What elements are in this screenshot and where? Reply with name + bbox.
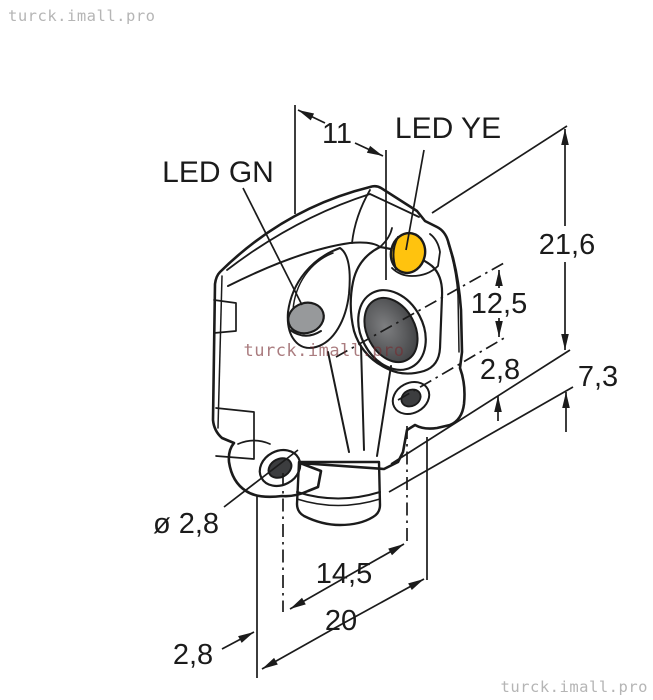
led-yellow (389, 231, 427, 275)
sensor-body-silhouette (211, 184, 466, 499)
dim-body-length: 20 (325, 605, 357, 637)
label-led-green: LED GN (162, 156, 274, 189)
watermark-center: turck.imall.pro (243, 341, 404, 361)
watermark-bottom-right: turck.imall.pro (501, 678, 648, 696)
connector-seam-lower (296, 498, 381, 507)
label-led-yellow: LED YE (395, 112, 501, 145)
mounting-hole-front (267, 457, 293, 479)
dim-lens-to-hole: 12,5 (471, 288, 527, 320)
arrow-11-left (297, 109, 326, 124)
connector-seam-upper (296, 491, 381, 500)
sensor-body (211, 184, 466, 499)
centerline-lens (335, 262, 505, 358)
lens-outer-ring (357, 289, 427, 371)
led-green-pod (286, 247, 351, 349)
led-yellow-inner-arc (392, 236, 399, 270)
right-inner-edge (447, 242, 460, 353)
dim-line-20-right (341, 578, 425, 625)
top-chamfer-line (226, 193, 420, 271)
led-green-pod-inner-line (292, 252, 334, 311)
watermark-top-left: turck.imall.pro (8, 7, 155, 25)
left-step-notch (213, 299, 237, 334)
dim-hole-diameter: ø 2,8 (153, 508, 219, 540)
leader-led-green (242, 187, 303, 306)
led-yellow-tab-line (391, 233, 441, 277)
ext-line-connector-bottom (388, 386, 574, 493)
peak-crease-line (351, 189, 371, 244)
mounting-hole-right (400, 388, 422, 408)
dim-width-top: 11 (322, 118, 352, 150)
nose-line-left (327, 351, 350, 453)
front-bezel-line (227, 241, 381, 287)
led-green-shadow-arc (289, 329, 322, 337)
dim-height-total: 21,6 (539, 229, 595, 261)
lens (363, 296, 419, 364)
dim-line-14-5-left (289, 576, 347, 610)
nose-line-right (376, 365, 392, 457)
ext-line-body-bottom (390, 349, 571, 465)
leader-edge-offset (221, 631, 255, 650)
dimension-lines (221, 105, 574, 678)
dim-line-20-left (261, 623, 343, 670)
connector-barrel (295, 460, 382, 527)
left-mount-notch (215, 407, 255, 460)
leader-led-yellow (405, 149, 425, 251)
dim-connector-length: 7,3 (578, 361, 618, 393)
dimension-texts: 11 21,6 12,5 2,8 7,3 ø 2,8 14,5 20 2,8 L… (153, 112, 618, 671)
nose-line-mid (360, 345, 365, 451)
leader-hole-diameter (223, 449, 299, 508)
connector-barrel-body (295, 460, 382, 527)
dim-hole-to-bottom: 2,8 (480, 354, 520, 386)
centerline-hole-right (397, 336, 507, 401)
foot-lip-line (237, 439, 271, 445)
left-inner-edge (217, 275, 223, 429)
dim-hole-spacing: 14,5 (316, 558, 372, 590)
dim-line-14-5-right (345, 543, 405, 578)
mounting-hole-right-ring (391, 381, 431, 415)
dim-edge-offset: 2,8 (173, 639, 213, 671)
led-yellow-recess-line (379, 227, 393, 248)
arrow-11-right (354, 142, 384, 157)
ext-line-top-corner (431, 125, 568, 214)
